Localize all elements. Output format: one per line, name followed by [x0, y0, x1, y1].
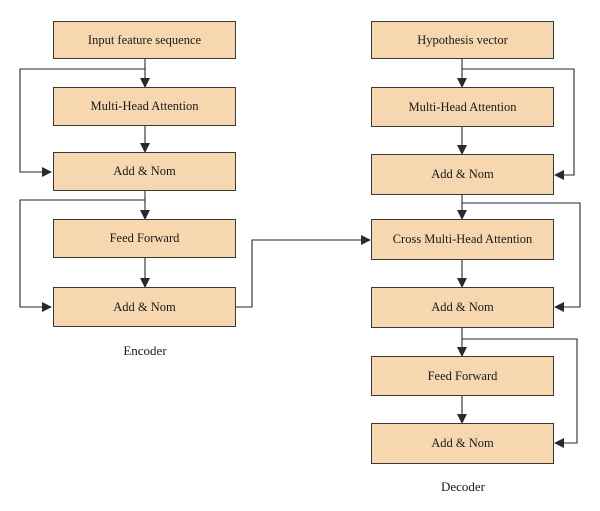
- encoder-block-feed-forward: Feed Forward: [53, 219, 236, 258]
- encoder-block-add-nom-1: Add & Nom: [53, 152, 236, 191]
- decoder-block-multi-head-attention: Multi-Head Attention: [371, 87, 554, 127]
- encoder-block-multi-head-attention: Multi-Head Attention: [53, 87, 236, 126]
- encoder-block-add-nom-2: Add & Nom: [53, 287, 236, 327]
- dec-residual-3: [462, 338, 578, 448]
- dec-residual-2: [462, 202, 581, 312]
- decoder-block-add-nom-1: Add & Nom: [371, 154, 554, 195]
- enc-to-dec-arrow: [236, 235, 371, 308]
- enc-residual-2: [19, 199, 145, 312]
- decoder-block-add-nom-2: Add & Nom: [371, 287, 554, 328]
- enc-residual-1: [19, 68, 145, 177]
- encoder-label: Encoder: [123, 343, 167, 358]
- decoder-block-add-nom-3: Add & Nom: [371, 423, 554, 464]
- encoder-block-input-feature-sequence: Input feature sequence: [53, 21, 236, 59]
- decoder-block-feed-forward: Feed Forward: [371, 356, 554, 396]
- decoder-block-cross-multi-head-attention: Cross Multi-Head Attention: [371, 219, 554, 260]
- decoder-block-hypothesis-vector: Hypothesis vector: [371, 21, 554, 59]
- decoder-label: Decoder: [440, 479, 486, 494]
- dec-residual-1: [462, 68, 575, 180]
